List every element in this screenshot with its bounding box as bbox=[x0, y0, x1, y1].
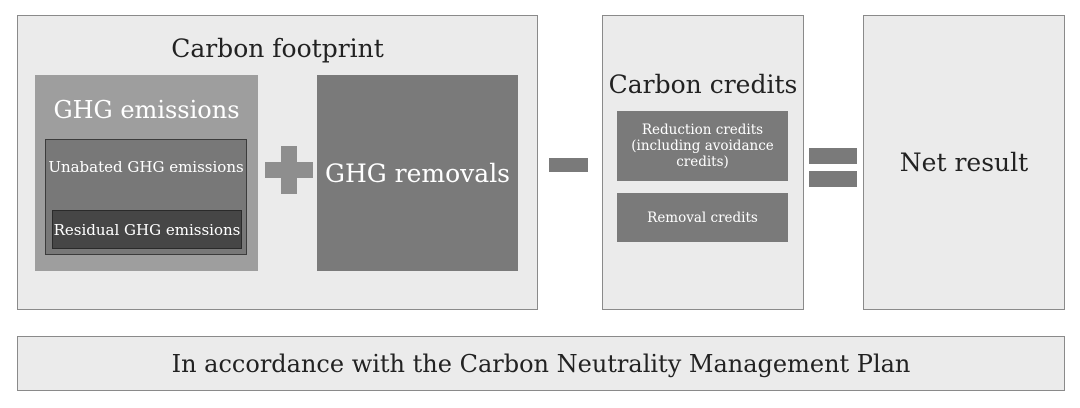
plus-operator-vertical bbox=[281, 146, 297, 194]
net-result-panel: Net result bbox=[863, 15, 1065, 310]
ghg-removals-box: GHG removals bbox=[317, 75, 518, 271]
ghg-emissions-title: GHG emissions bbox=[53, 96, 240, 124]
equals-operator-top bbox=[809, 148, 857, 164]
minus-operator bbox=[549, 158, 588, 172]
management-plan-banner: In accordance with the Carbon Neutrality… bbox=[17, 336, 1065, 391]
equals-operator-bottom bbox=[809, 171, 857, 187]
carbon-credits-title: Carbon credits bbox=[608, 70, 798, 99]
residual-emissions-box: Residual GHG emissions bbox=[52, 210, 242, 249]
unabated-emissions-label: Unabated GHG emissions bbox=[48, 158, 244, 176]
reduction-credits-box: Reduction credits (including avoidance c… bbox=[617, 111, 788, 181]
carbon-footprint-title: Carbon footprint bbox=[171, 34, 384, 63]
removal-credits-box: Removal credits bbox=[617, 193, 788, 242]
